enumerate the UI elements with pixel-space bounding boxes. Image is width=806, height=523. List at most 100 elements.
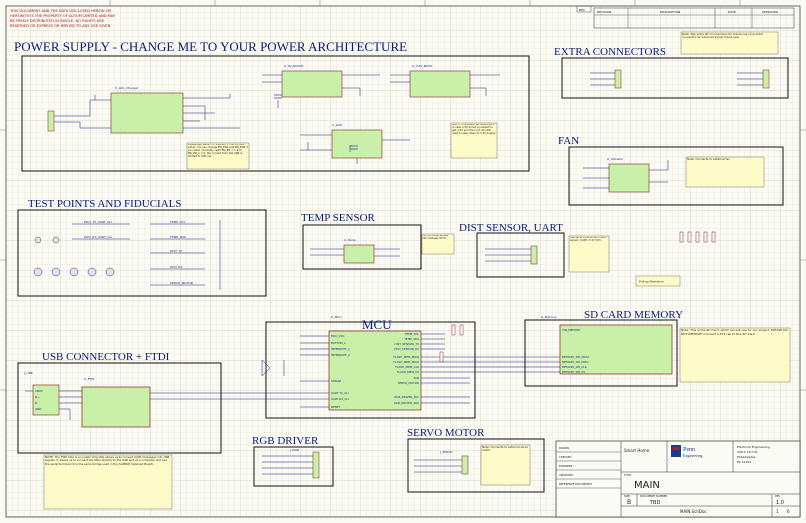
- mcu-pin: DIST_SENSOR_TX: [395, 342, 420, 346]
- doc-number: TBD: [649, 500, 660, 506]
- ldo-label: U_LDO: [332, 123, 343, 127]
- mcu-section-title: MCU: [362, 317, 392, 332]
- sd-pin: MEMORY_SPI_MISO: [562, 360, 589, 364]
- servo-motor-section: SERVO MOTOR J_SERVO Note: Connects to ex…: [407, 427, 545, 493]
- temp-note: [421, 233, 455, 255]
- mcu-pin: INTERRUPT_1: [331, 347, 350, 351]
- mcu-pin: TEMP_SCL: [404, 332, 420, 336]
- mcu-right-pins: TEMP_SCL TEMP_SDA DIST_SENSOR_TX DIST_SE…: [393, 332, 419, 405]
- test-net: MCU_TX_UART_CLI: [84, 220, 112, 224]
- sheet-number: 1: [776, 509, 779, 514]
- rgb-label: J_RGB: [289, 448, 299, 452]
- pullup-note-text: Pull-up Resistors: [639, 280, 664, 284]
- test-net: SERVO_MOTOR: [170, 281, 193, 285]
- sd-pin: MEMORY_SPI_MOSI: [562, 355, 589, 359]
- extra-note-text: Note: Two extra I2C Connections for futu…: [682, 33, 763, 40]
- usb-pin: D+: [35, 395, 40, 399]
- usb-connector: [32, 384, 60, 416]
- zone-ticks: [0, 0, 806, 391]
- mcu-pin: INTERRUPT_2: [331, 353, 350, 357]
- power-section-title: POWER SUPPLY - CHANGE ME TO YOUR POWER A…: [14, 39, 407, 54]
- file-name: MAIN.SchDoc: [680, 509, 707, 514]
- ftdi-ic: [81, 386, 151, 428]
- title-block: DRAWN CHECKED ENGINEER APPROVED REFERENC…: [555, 440, 801, 518]
- revision-table: REVISION DESCRIPTION DATE APPROVED REV: [576, 5, 795, 29]
- ftdi-note-text: NOTE: The FTDI Chip is an useful chip th…: [45, 456, 170, 466]
- extra-connector-b: [762, 69, 770, 89]
- mcu-pin: DIST_SENSOR_RX: [394, 347, 419, 351]
- temp-label: U_Temp: [344, 238, 356, 242]
- dist-note-text: Connects to external 3 lane sensor, UART…: [570, 237, 606, 242]
- test-net: DIST_RX: [170, 265, 183, 269]
- charger-note: [186, 142, 250, 170]
- sd-pin: MEMORY_SPI_CS: [562, 370, 585, 374]
- buck-label: U_3.3V_BUCK: [412, 64, 433, 68]
- power-note: [450, 122, 498, 159]
- fan-section: FAN U_Actuator Note: Connects to externa…: [558, 135, 784, 206]
- ftdi-label: U_FTDI: [84, 377, 95, 381]
- sd-label: U_Memory: [541, 315, 557, 319]
- sheet-border: [5, 5, 801, 518]
- rev-header: APPROVED: [762, 10, 779, 14]
- fiducials: [33, 236, 115, 277]
- test-net: TEMP_SDA: [169, 235, 187, 239]
- mcu-pin: BUTTON_1: [331, 341, 346, 345]
- sd-pin: MEMORY_SPI_CLK: [562, 365, 587, 369]
- pullup-note: [635, 275, 681, 287]
- rev-header: DATE: [728, 10, 736, 14]
- mcu-pin: FLASH_MEM_MOSI: [393, 355, 419, 359]
- dist-section-title: DIST SENSOR, UART: [459, 222, 563, 234]
- temp-sensor-ic: [343, 244, 375, 264]
- tb-row-label: REFERENCE DOCUMENTS: [559, 482, 592, 486]
- mcu-left-pins: MCU_VCC BUTTON_1 INTERRUPT_1 INTERRUPT_2…: [331, 334, 350, 409]
- tb-row-label: CHECKED: [559, 455, 572, 459]
- dist-connector: [530, 245, 538, 265]
- mcu-pin: SERVO_MOTOR: [398, 381, 419, 385]
- disclaimer-line: BE FREELY DISTRIBUTED IN SINGLE, NO RIGH…: [10, 19, 105, 23]
- mcu-pin: SINGLE: [331, 379, 341, 383]
- rev-box: REV: [579, 8, 586, 12]
- extra-connectors-section: EXTRA CONNECTORS Note: Two extra I2C Con…: [554, 31, 789, 99]
- tb-row-label: APPROVED: [559, 473, 573, 477]
- usb-pin: VBUS: [35, 389, 43, 393]
- fan-section-title: FAN: [558, 135, 579, 147]
- usb-ftdi-section: USB CONNECTOR + FTDI J_USB VBUS D+ D- GN…: [17, 351, 222, 510]
- rev-number: 1.0: [776, 500, 784, 506]
- org-line: Electrical Engineering: [737, 445, 770, 449]
- mcu-pin: TEMP_SDA: [403, 337, 419, 341]
- test-points-section: TEST POINTS AND FIDUCIALS MCU_TX_UART_CL…: [17, 198, 267, 297]
- org-line: Philadelphia: [737, 455, 755, 459]
- usb-section-title: USB CONNECTOR + FTDI: [42, 351, 170, 363]
- buck-ic: [409, 70, 471, 98]
- dist-note: [568, 235, 610, 273]
- mcu-pin: UART TX_CLI: [331, 391, 349, 395]
- usb-pin: D-: [35, 401, 38, 405]
- test-net: MCU_RX_UART_CLI: [84, 235, 112, 239]
- fan-controller-ic: [608, 163, 650, 193]
- mcu-section: MCU U_MCU MCU_VCC BUTTON_1 INTERRUPT_1 I…: [160, 315, 560, 419]
- mcu-pin: RGB_DRIVER_SDA: [394, 401, 419, 405]
- sheet-title: MAIN: [634, 480, 660, 491]
- org-line: 200 S 33rd St: [737, 450, 758, 454]
- sheet-size: B: [627, 499, 631, 506]
- mcu-pin: FLASH_MEM_CS: [397, 370, 419, 374]
- ldo-ic: [331, 129, 383, 159]
- mcu-pin: FLASH_MEM_CLK: [395, 365, 419, 369]
- boost-ic: [281, 70, 343, 98]
- sd-section-title: SD CARD MEMORY: [584, 309, 683, 321]
- test-section-title: TEST POINTS AND FIDUCIALS: [28, 198, 182, 210]
- pullup-resistors: [679, 231, 716, 243]
- rgb-connector: [312, 451, 320, 479]
- test-net: TEMP_SCL: [169, 220, 186, 224]
- sd-card-section: SD CARD MEMORY U_Memory VIN_MEMORY MEMOR…: [524, 309, 791, 387]
- disclaimer: THIS DOCUMENT AND THE DATA DISCLOSED HER…: [9, 9, 116, 28]
- boost-label: U_4V_BOOST: [284, 64, 304, 68]
- mcu-pin: RGB_DRIVER_SCL: [394, 395, 419, 399]
- fan-note: [685, 156, 765, 188]
- charger-label: U_LiPo_Charger: [115, 86, 139, 90]
- disclaimer-line: THIS DOCUMENT AND THE DATA DISCLOSED HER…: [9, 9, 112, 13]
- doc-label: DOCUMENT NUMBER: [640, 494, 667, 498]
- battery-connector: [47, 110, 55, 132]
- charger-ic: [110, 92, 184, 134]
